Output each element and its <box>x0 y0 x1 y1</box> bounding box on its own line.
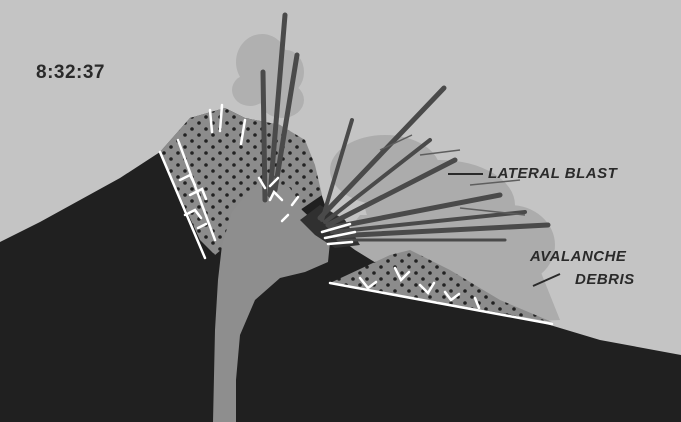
timestamp-label: 8:32:37 <box>36 62 105 84</box>
debris-label: DEBRIS <box>575 271 635 288</box>
lateral-blast-label: LATERAL BLAST <box>488 165 617 182</box>
avalanche-label: AVALANCHE <box>530 248 626 265</box>
